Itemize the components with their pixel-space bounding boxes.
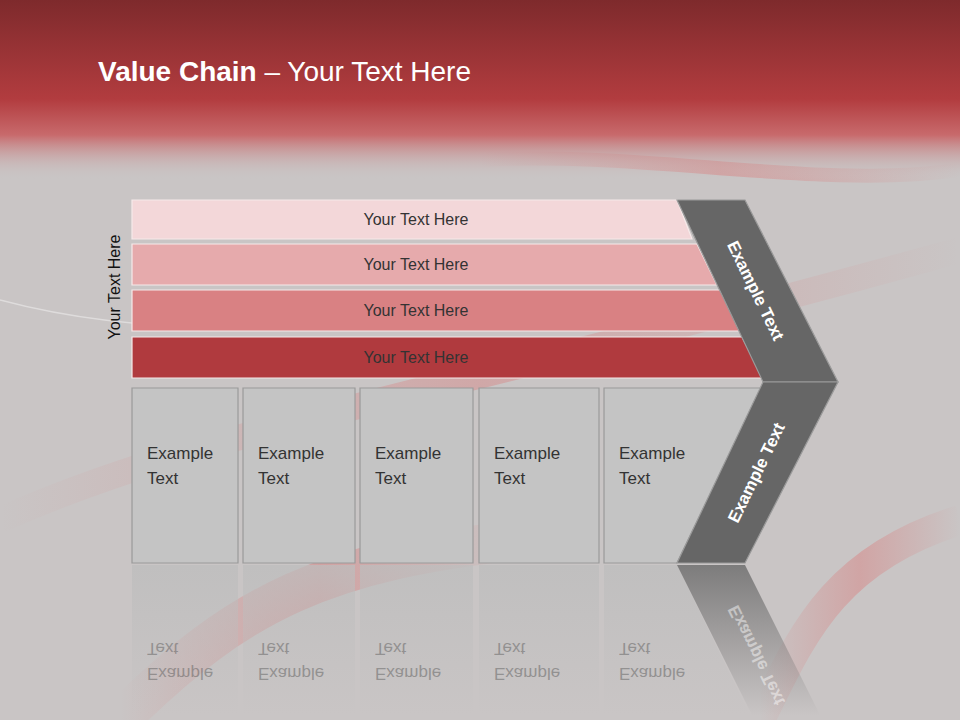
light-streak: [120, 540, 520, 720]
box-reflection: [360, 565, 473, 715]
box-label: Example Text: [494, 441, 574, 491]
reflection-text: Example Text: [619, 636, 699, 686]
box-label: Example Text: [375, 441, 455, 491]
shape-fill: [132, 337, 763, 378]
shape-fill: [479, 388, 599, 563]
shape-fill: [360, 388, 473, 563]
reflection-text: Example Text: [375, 636, 455, 686]
shape-fill: [132, 388, 238, 563]
band-label: Your Text Here: [132, 302, 700, 320]
box-label: Example Text: [147, 441, 227, 491]
band-label: Your Text Here: [132, 349, 700, 367]
shape-fill: [677, 382, 838, 563]
slide-title: Value Chain – Your Text Here: [98, 56, 471, 88]
activity-box: Example Text: [243, 388, 355, 563]
band-label: Your Text Here: [132, 256, 700, 274]
activity-band: Your Text Here: [132, 244, 717, 285]
reflection-text: Example Text: [147, 636, 227, 686]
box-label: Example Text: [258, 441, 338, 491]
title-band: [0, 0, 960, 180]
activity-band: Your Text Here: [132, 200, 692, 239]
shape-fill: [243, 388, 355, 563]
activity-box: Example Text: [479, 388, 599, 563]
box-reflection: [479, 565, 599, 715]
reflection-text: Example Text: [494, 636, 574, 686]
activity-band: Your Text Here: [132, 337, 763, 378]
axis-label: Your Text Here: [106, 235, 124, 340]
shape-fill: [132, 290, 740, 331]
shape-fill: [677, 200, 838, 382]
box-reflection: [243, 565, 355, 715]
shape-fill: [132, 244, 717, 285]
chevron-arm: Example Text: [677, 200, 840, 382]
activity-box: Example Text: [360, 388, 473, 563]
band-label: Your Text Here: [132, 211, 700, 229]
box-label: Example Text: [619, 441, 699, 491]
chevron-arm: Example Text: [677, 382, 840, 564]
activity-box: Example Text: [132, 388, 238, 563]
reflection-text: Example Text: [258, 636, 338, 686]
box-reflection: [132, 565, 238, 715]
activity-band: Your Text Here: [132, 290, 740, 331]
chevron-reflection: [677, 565, 820, 715]
